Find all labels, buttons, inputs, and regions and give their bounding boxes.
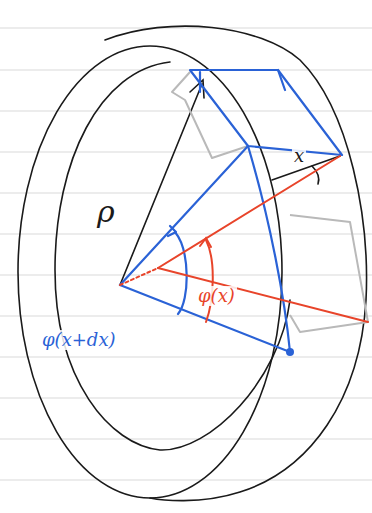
notebook-lines	[0, 28, 372, 480]
blue-element	[190, 70, 342, 155]
phi-label: φ(x+dx)	[40, 330, 118, 350]
back-edge	[105, 26, 366, 501]
grey-element	[290, 215, 368, 332]
red-angle-arc	[206, 240, 213, 322]
radius-label: ρ	[95, 196, 117, 228]
arrow-head	[168, 226, 176, 236]
blue-element	[200, 70, 285, 92]
radius-arrow	[120, 84, 202, 285]
red-radius	[158, 268, 368, 322]
blue-radius	[120, 146, 248, 285]
red-axis	[120, 268, 158, 285]
front-face	[18, 46, 282, 498]
arrow-head	[190, 80, 204, 98]
red-radius	[158, 156, 340, 268]
angle-label: x	[292, 146, 306, 166]
blue-dot	[286, 348, 294, 356]
grey-element	[172, 72, 248, 158]
inner-edge	[55, 62, 290, 450]
blue-edge	[248, 146, 290, 352]
arrow-head	[200, 238, 211, 247]
phi-label: φ(x)	[196, 286, 237, 306]
